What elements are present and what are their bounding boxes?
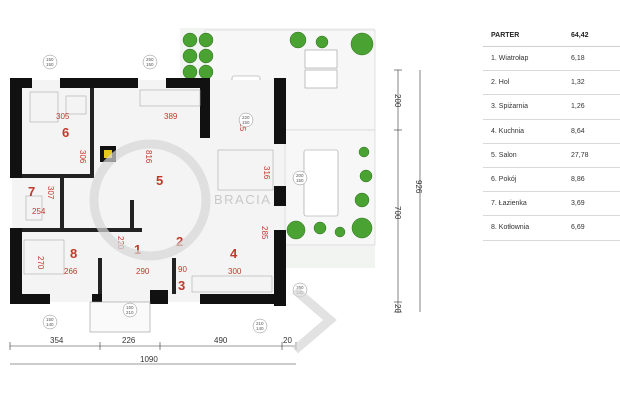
room-number-7: 7 bbox=[28, 184, 35, 199]
room-numbers: 6 5 7 8 1 2 4 3 bbox=[28, 125, 238, 293]
svg-text:150: 150 bbox=[296, 178, 304, 183]
right-dimension-line: 200 700 20 926 bbox=[393, 69, 423, 313]
svg-text:140: 140 bbox=[256, 326, 264, 331]
entrance-porch bbox=[89, 301, 151, 333]
svg-text:150: 150 bbox=[126, 305, 134, 310]
bottom-dimension-line: 354 226 490 20 1090 bbox=[9, 336, 297, 365]
dim-bottom-3: 490 bbox=[214, 336, 228, 345]
svg-text:210: 210 bbox=[256, 321, 264, 326]
svg-text:200: 200 bbox=[296, 173, 304, 178]
dim-bottom-2: 226 bbox=[122, 336, 136, 345]
svg-text:150: 150 bbox=[46, 62, 54, 67]
watermark-logo bbox=[89, 139, 337, 354]
dim-room-8-v: 270 bbox=[36, 256, 45, 270]
dim-room-5: 389 bbox=[164, 112, 178, 121]
dim-right-total: 926 bbox=[414, 180, 423, 194]
floor-name: PARTER bbox=[491, 32, 520, 39]
house-floor bbox=[12, 80, 284, 302]
dim-bottom-total: 1090 bbox=[140, 355, 158, 364]
dim-room-4-v: 285 bbox=[260, 226, 269, 240]
dim-bottom-1: 354 bbox=[50, 336, 64, 345]
svg-text:220: 220 bbox=[242, 115, 250, 120]
svg-text:150: 150 bbox=[296, 285, 304, 290]
dim-room-4-b: 316 bbox=[262, 166, 271, 180]
svg-text:150: 150 bbox=[242, 120, 250, 125]
interior-furniture bbox=[23, 89, 274, 293]
dim-room-1: 290 bbox=[136, 267, 150, 276]
terrace-furniture bbox=[231, 49, 339, 217]
svg-text:150: 150 bbox=[46, 57, 54, 62]
svg-text:140: 140 bbox=[46, 322, 54, 327]
dim-room-7-v: 307 bbox=[46, 186, 55, 200]
svg-text:150: 150 bbox=[46, 317, 54, 322]
dim-right-1: 200 bbox=[393, 94, 402, 108]
floor-total-area: 64,42 bbox=[571, 32, 589, 39]
svg-text:150: 150 bbox=[146, 62, 154, 67]
table-header: PARTER 64,42 bbox=[483, 26, 620, 47]
floor-plan: 6 5 7 8 1 2 4 3 305 389 266 290 90 300 2… bbox=[9, 28, 423, 365]
room-number-4: 4 bbox=[230, 246, 238, 261]
dim-room-6-v: 306 bbox=[78, 150, 87, 164]
dim-room-9: 266 bbox=[64, 267, 78, 276]
dim-room-5-v: 816 bbox=[144, 150, 153, 164]
interior-walls bbox=[22, 88, 176, 294]
room-number-6: 6 bbox=[62, 125, 69, 140]
dim-room-6: 305 bbox=[56, 112, 70, 121]
svg-text:210: 210 bbox=[126, 310, 134, 315]
exterior-walls bbox=[10, 78, 286, 306]
room-number-5: 5 bbox=[156, 173, 163, 188]
room-number-1: 1 bbox=[134, 242, 141, 257]
room-number-2: 2 bbox=[176, 234, 183, 249]
room-number-8: 8 bbox=[70, 246, 77, 261]
dim-bottom-4: 20 bbox=[283, 336, 292, 345]
fireplace-fire bbox=[104, 150, 112, 158]
dim-room-3: 90 bbox=[178, 265, 187, 274]
watermark-text: BRACIA bbox=[214, 192, 271, 207]
room-dimensions: 305 389 266 290 90 300 254 306 816 307 2… bbox=[32, 112, 271, 276]
dim-right-2: 700 bbox=[393, 206, 402, 220]
dim-right-3: 20 bbox=[393, 304, 402, 313]
dim-room-7: 254 bbox=[32, 207, 46, 216]
dim-room-4: 300 bbox=[228, 267, 242, 276]
svg-text:250: 250 bbox=[146, 57, 154, 62]
garden-plants bbox=[182, 31, 374, 240]
room-number-3: 3 bbox=[178, 278, 185, 293]
